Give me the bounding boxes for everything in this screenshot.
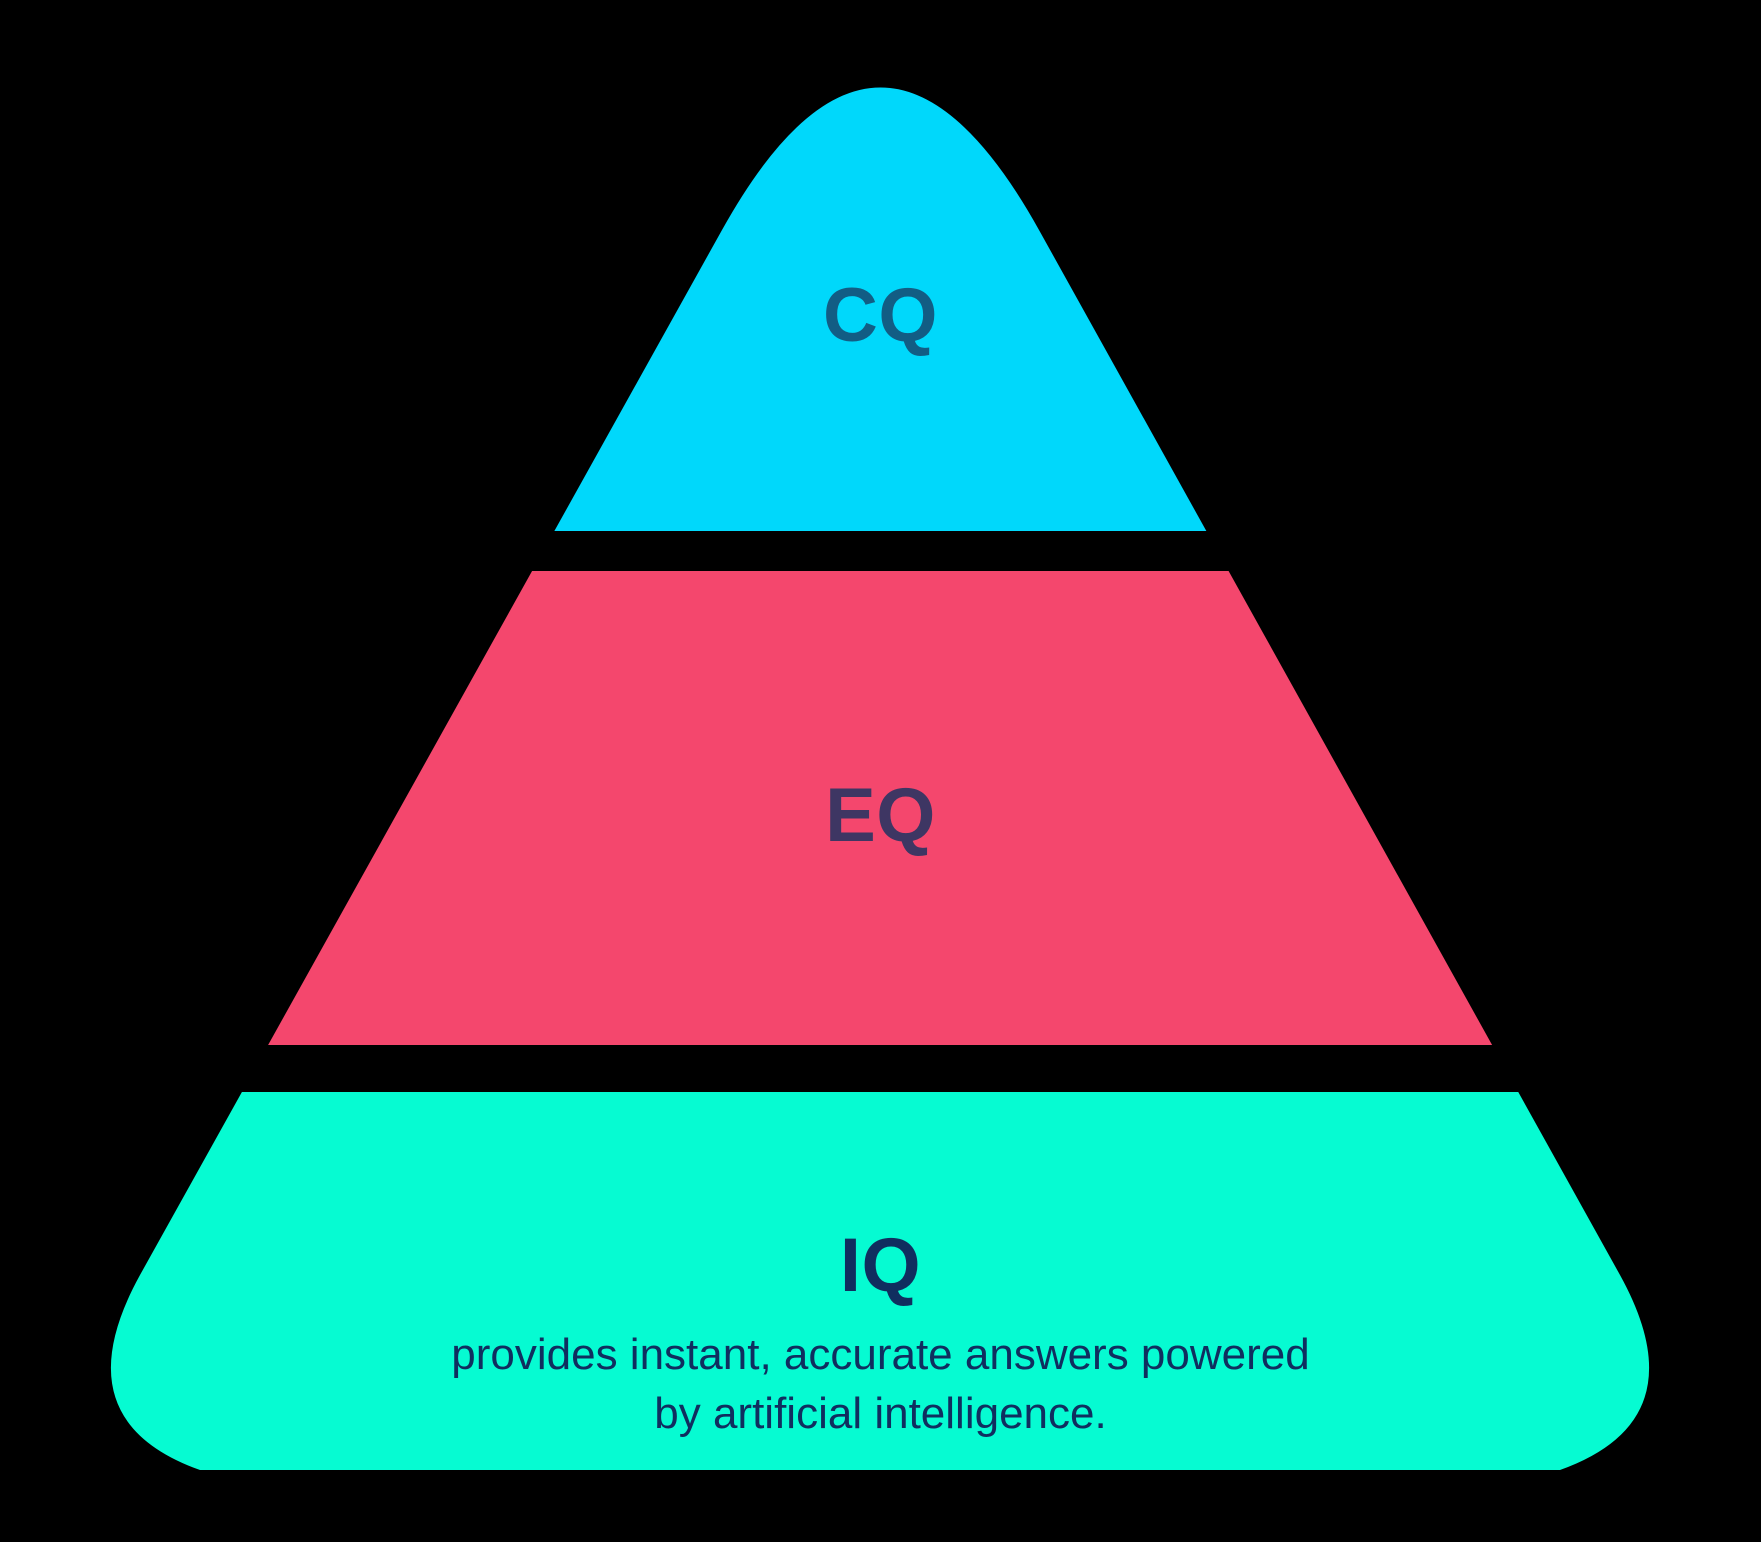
pyramid-level-iq-label: IQ	[839, 1223, 922, 1308]
pyramid-level-cq-label: CQ	[823, 273, 938, 358]
pyramid-level-iq	[110, 1092, 1650, 1470]
iq-description-line-2: by artificial intelligence.	[654, 1388, 1107, 1438]
pyramid-level-eq-label: EQ	[825, 773, 936, 858]
iq-description-line-1: provides instant, accurate answers power…	[451, 1330, 1310, 1379]
pyramid-level-iq-description: provides instant, accurate answers power…	[0, 1326, 1761, 1443]
pyramid-level-eq	[268, 571, 1493, 1045]
pyramid-level-cq	[554, 87, 1207, 531]
